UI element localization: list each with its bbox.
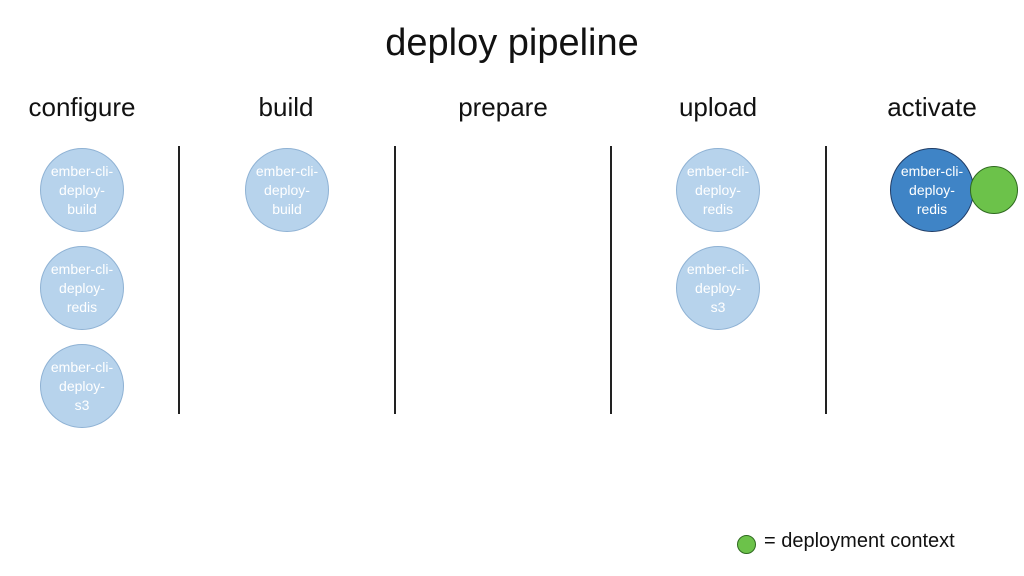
stage-label-activate: activate: [887, 92, 977, 122]
plugin-node-configure-s3: ember-cli- deploy- s3: [40, 344, 124, 428]
legend-label: = deployment context: [764, 530, 955, 552]
stage-divider: [610, 146, 612, 414]
stage-label-prepare: prepare: [458, 92, 548, 122]
plugin-node-build-build: ember-cli- deploy- build: [245, 148, 329, 232]
stage-label-upload: upload: [678, 92, 758, 122]
deployment-context-dot: [970, 166, 1018, 214]
diagram-title: deploy pipeline: [385, 22, 639, 64]
stage-label-build: build: [258, 92, 314, 122]
stage-divider: [394, 146, 396, 414]
plugin-node-upload-s3: ember-cli- deploy- s3: [676, 246, 760, 330]
legend-deployment-context-dot: [737, 535, 756, 554]
plugin-node-upload-redis: ember-cli- deploy- redis: [676, 148, 760, 232]
plugin-node-configure-build: ember-cli- deploy- build: [40, 148, 124, 232]
stage-divider: [178, 146, 180, 414]
stage-label-configure: configure: [28, 92, 136, 122]
plugin-node-configure-redis: ember-cli- deploy- redis: [40, 246, 124, 330]
plugin-node-activate-redis: ember-cli- deploy- redis: [890, 148, 974, 232]
stage-divider: [825, 146, 827, 414]
